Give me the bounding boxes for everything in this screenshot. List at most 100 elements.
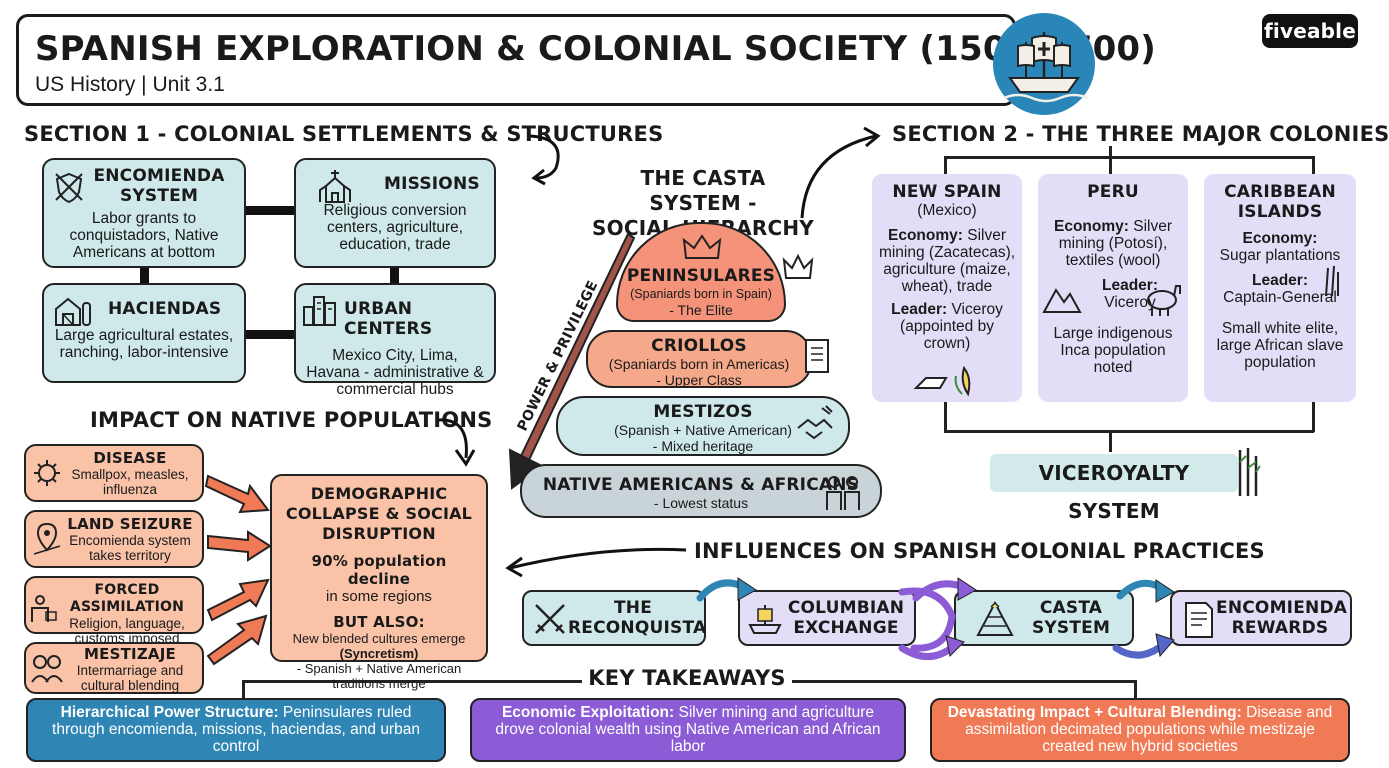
bracket-line <box>1109 430 1112 452</box>
tier-desc: - Mixed heritage <box>652 438 754 454</box>
cause-title: MESTIZAJE <box>84 645 176 663</box>
result-demographic-collapse: DEMOGRAPHIC COLLAPSE & SOCIAL DISRUPTION… <box>270 474 488 691</box>
colony-caribbean: CARIBBEAN ISLANDS Economy:Sugar plantati… <box>1204 174 1356 402</box>
result-line: (Syncretism) <box>339 646 419 661</box>
influence-label: COLUMBIAN EXCHANGE <box>787 598 905 638</box>
card-encomienda: ENCOMIENDA SYSTEM Labor grants to conqui… <box>42 158 246 268</box>
takeaways-heading: KEY TAKEAWAYS <box>588 666 786 690</box>
tier-desc: - Upper Class <box>656 372 742 388</box>
cause-desc: Smallpox, measles, influenza <box>71 467 189 497</box>
curved-arrow-icon <box>437 418 476 467</box>
arrow-icon <box>204 474 270 514</box>
colony-economy: Sugar plantations <box>1219 247 1341 264</box>
colony-leader: Viceroy <box>1104 294 1156 311</box>
economy-label: Economy: <box>1053 218 1129 235</box>
economy-label: Economy: <box>887 227 963 244</box>
influence-label: ENCOMIENDA REWARDS <box>1216 598 1348 638</box>
couple-icon <box>31 655 63 683</box>
card-missions: MISSIONS Religious conversion centers, a… <box>294 158 496 268</box>
cause-land-seizure: LAND SEIZURE Encomienda system takes ter… <box>24 510 204 568</box>
colony-title: CARIBBEAN ISLANDS <box>1224 182 1336 222</box>
tier-title: NATIVE AMERICANS & AFRICANS <box>542 475 860 495</box>
colony-title: PERU <box>1087 182 1139 202</box>
ship-icon <box>993 13 1095 115</box>
takeaway-text: Silver mining and agriculture drove colo… <box>495 704 881 755</box>
card-desc: Religious conversion centers, agricultur… <box>323 202 467 253</box>
tier-desc: (Spaniards born in Americas) <box>608 356 790 372</box>
people-icon <box>826 476 860 510</box>
tier-title: PENINSULARES <box>626 266 776 286</box>
bracket-line <box>944 156 947 174</box>
cause-desc: Intermarriage and cultural blending <box>76 663 184 693</box>
card-desc: Mexico City, Lima, Havana - administrati… <box>306 347 484 398</box>
influence-reconquista: THE RECONQUISTA <box>522 590 706 646</box>
silver-corn-icon <box>913 365 971 397</box>
arrow-icon <box>206 578 270 622</box>
page-title: SPANISH EXPLORATION & COLONIAL SOCIETY (… <box>35 29 1157 69</box>
colony-new-spain: NEW SPAIN (Mexico) Economy: Silver minin… <box>872 174 1022 402</box>
colony-note: Large indigenous Inca population noted <box>1053 325 1173 376</box>
arrowhead-icon <box>945 635 965 658</box>
leader-label: Leader: <box>891 301 948 318</box>
section1-heading: SECTION 1 - COLONIAL SETTLEMENTS & STRUC… <box>24 122 664 146</box>
scroll-icon <box>805 339 829 373</box>
arrowhead-icon <box>957 577 977 601</box>
connector <box>390 268 399 284</box>
takeaway-economic-exploitation: Economic Exploitation: Silver mining and… <box>470 698 906 762</box>
connector <box>246 206 294 215</box>
virus-icon <box>34 460 60 486</box>
map-pin-icon <box>33 522 61 555</box>
cause-mestizaje: MESTIZAJE Intermarriage and cultural ble… <box>24 642 204 694</box>
swords-icon <box>535 604 565 634</box>
card-urban-centers: URBAN CENTERS Mexico City, Lima, Havana … <box>294 283 496 398</box>
tier-desc: (Spanish + Native American) <box>614 422 792 438</box>
ship-icon <box>748 605 782 634</box>
result-but: BUT ALSO: <box>333 613 425 631</box>
card-haciendas: HACIENDAS Large agricultural estates, ra… <box>42 283 246 383</box>
colony-title: NEW SPAIN <box>892 182 1002 202</box>
colony-peru: PERU Economy: Silver mining (Potosí), te… <box>1038 174 1188 402</box>
page-subtitle: US History | Unit 3.1 <box>35 73 225 96</box>
influence-label: CASTA SYSTEM <box>1031 598 1111 638</box>
curved-arrow-icon <box>505 547 687 578</box>
bracket-line <box>944 156 1314 159</box>
colony-economy: Silver mining (Potosí), textiles (wool) <box>1058 218 1172 269</box>
economy-label: Economy: <box>1242 230 1318 247</box>
bracket-line <box>1312 402 1315 432</box>
cause-title: LAND SEIZURE <box>67 515 193 533</box>
cycle-arrows <box>696 577 1175 660</box>
barn-icon <box>55 297 91 326</box>
arrow-icon <box>1112 640 1168 659</box>
cause-title: FORCED ASSIMILATION <box>69 582 185 615</box>
document-icon <box>1185 602 1213 638</box>
connector <box>246 330 294 339</box>
arrowhead-icon <box>1155 579 1175 603</box>
llama-icon <box>1147 285 1181 316</box>
arrowhead-icon <box>737 577 757 601</box>
result-title: DEMOGRAPHIC COLLAPSE & SOCIAL DISRUPTION <box>285 484 473 543</box>
bracket-line <box>1109 146 1112 156</box>
colony-note: Small white elite, large African slave p… <box>1216 320 1344 371</box>
influence-columbian-exchange: COLUMBIAN EXCHANGE <box>738 590 916 646</box>
brand-logo: fiveable <box>1262 14 1358 48</box>
bracket-line <box>944 402 947 432</box>
influences-heading: INFLUENCES ON SPANISH COLONIAL PRACTICES <box>694 539 1265 563</box>
card-title: URBAN CENTERS <box>344 299 433 339</box>
crown-icon <box>682 234 722 259</box>
tier-desc: - Lowest status <box>653 495 749 511</box>
impact-heading: IMPACT ON NATIVE POPULATIONS <box>90 408 493 432</box>
colony-leader: Captain-General <box>1223 289 1337 306</box>
tier-title: CRIOLLOS <box>651 336 747 356</box>
curved-arrow-icon <box>800 126 881 219</box>
card-title: ENCOMIENDA SYSTEM <box>93 166 225 206</box>
bracket-line <box>242 680 245 698</box>
section2-heading: SECTION 2 - THE THREE MAJOR COLONIES <box>892 122 1389 146</box>
result-stat-sub: in some regions <box>326 588 432 605</box>
bracket-line <box>1109 156 1112 174</box>
result-line: New blended cultures emerge <box>292 631 466 646</box>
church-icon <box>319 170 351 203</box>
takeaway-bold: Economic Exploitation: <box>501 704 675 721</box>
card-title: MISSIONS <box>384 174 480 194</box>
bracket-line <box>1312 156 1315 174</box>
viceroyalty-label: VICEROYALTY SYSTEM <box>990 454 1238 523</box>
